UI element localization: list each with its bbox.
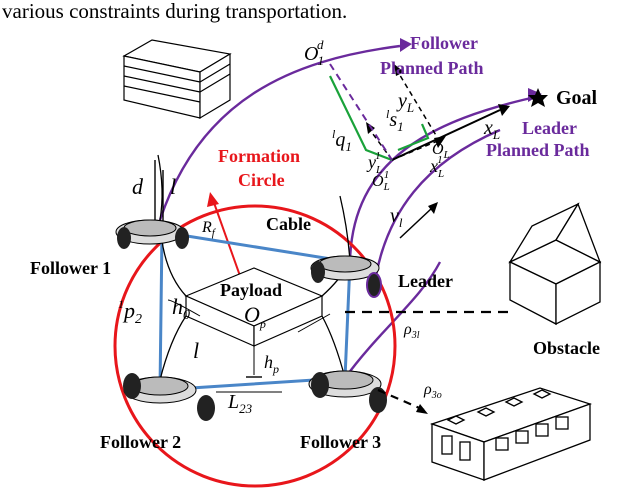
symbol-l-top: l [170, 174, 176, 199]
symbol-xL: xL [483, 117, 500, 142]
symbol-rho3l: ρ3l [403, 321, 420, 341]
symbol-yL1: yL1 [366, 150, 382, 176]
obstacle-label: Obstacle [533, 338, 600, 358]
symbol-s1: ls1 [386, 107, 404, 134]
symbol-l-mid: l [193, 338, 199, 363]
leader-label: Leader [398, 271, 453, 291]
cable-label: Cable [266, 214, 311, 234]
symbol-O1d: O1d [304, 37, 324, 68]
symbol-hp: hp [264, 352, 279, 376]
follower-path-label-1: Follower [410, 33, 478, 53]
leader-path-label-1: Leader [522, 118, 577, 138]
building-top-left [122, 39, 232, 120]
h0-dimension [167, 299, 201, 317]
obstacle-bus [429, 387, 593, 481]
robot-follower-1 [115, 219, 189, 249]
obstacle-house [508, 202, 602, 326]
symbol-q1: lq1 [332, 127, 352, 154]
symbol-Rf: Rf [201, 219, 217, 239]
caption-fragment: various constraints during transportatio… [2, 0, 347, 23]
follower-path-lower [344, 261, 442, 379]
follower-path-label-2: Planned Path [380, 58, 484, 78]
follower-1-label: Follower 1 [30, 258, 111, 278]
follower-2-label: Follower 2 [100, 432, 181, 452]
follower-path-arrowhead [400, 38, 412, 52]
formation-circle-label-2: Circle [238, 170, 285, 190]
symbol-h0: h0 [172, 294, 190, 323]
formation-circle-label-1: Formation [218, 146, 300, 166]
cable-dim-right [297, 313, 331, 333]
dist-bus-arrowhead [416, 404, 428, 414]
payload-label: Payload [220, 280, 282, 300]
robot-follower-2 [123, 373, 215, 421]
leader-local-frame [366, 64, 510, 161]
leader-path-label-2: Planned Path [486, 140, 590, 160]
symbol-p2: 1p2 [118, 297, 142, 327]
follower-planned-path [158, 44, 401, 221]
goal-label: Goal [556, 87, 598, 109]
velocity-arrow [399, 207, 433, 239]
symbol-Op: Op [244, 302, 266, 331]
symbol-yL: yL [396, 90, 414, 115]
goal-star [528, 88, 548, 107]
follower-3-label: Follower 3 [300, 432, 381, 452]
symbol-d: d [132, 174, 144, 199]
radius-arrowhead [207, 192, 219, 207]
symbol-rho3o: ρ3o [423, 381, 442, 401]
formation-circle [113, 204, 397, 488]
symbol-L23: L23 [227, 391, 253, 416]
velocity-arrowhead [428, 202, 438, 214]
robot-leader [310, 255, 382, 298]
symbol-xL1: xL1 [429, 154, 444, 180]
symbol-OL1: OL1 [372, 169, 390, 193]
formation-offset [329, 75, 430, 162]
symbol-vl: vl [390, 205, 403, 230]
symbol-OL: OL [432, 141, 450, 161]
robot-follower-3 [308, 370, 387, 413]
